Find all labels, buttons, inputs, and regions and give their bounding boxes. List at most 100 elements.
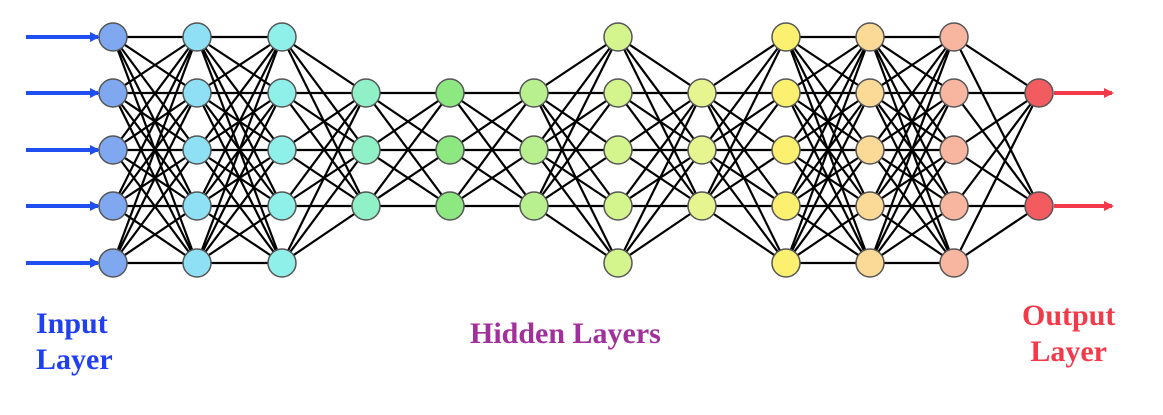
hidden-node xyxy=(351,78,381,108)
connection-edge xyxy=(701,36,787,151)
hidden-node xyxy=(771,135,801,165)
network-nodes xyxy=(98,22,1054,278)
output-node xyxy=(1024,78,1054,108)
connection-edge xyxy=(953,92,1040,207)
connection-edge xyxy=(112,149,198,264)
connection-edge xyxy=(868,36,956,264)
connection-edges xyxy=(111,35,1040,265)
connection-edge xyxy=(196,36,283,94)
input-node xyxy=(98,22,128,52)
connection-edge xyxy=(701,36,787,207)
connection-edge xyxy=(365,92,451,151)
connection-edge xyxy=(533,205,619,264)
hidden-node xyxy=(519,135,549,165)
hidden-node xyxy=(939,248,969,278)
hidden-node xyxy=(351,191,381,221)
connection-edge xyxy=(617,36,703,94)
connection-edge xyxy=(533,36,619,94)
hidden-node xyxy=(519,78,549,108)
hidden-layers-label: Hidden Layers xyxy=(470,316,661,352)
connection-edge xyxy=(281,92,367,207)
hidden-node xyxy=(687,78,717,108)
hidden-node xyxy=(182,22,212,52)
output-label-line2: Layer xyxy=(1030,335,1107,368)
connection-edge xyxy=(449,92,535,207)
connection-edge xyxy=(111,36,199,264)
hidden-node xyxy=(855,78,885,108)
io-arrows xyxy=(26,32,1114,268)
hidden-node xyxy=(603,78,633,108)
connection-edge xyxy=(953,92,1040,151)
connection-edge xyxy=(449,149,535,207)
connection-edge xyxy=(281,36,367,94)
connection-edge xyxy=(869,92,955,264)
hidden-node xyxy=(687,191,717,221)
connection-edge xyxy=(281,92,367,151)
hidden-node xyxy=(267,22,297,52)
output-label-line1: Output xyxy=(1022,299,1116,332)
connection-edge xyxy=(869,36,955,94)
connection-edge xyxy=(869,36,955,151)
connection-edge xyxy=(281,92,367,264)
hidden-node xyxy=(182,78,212,108)
hidden-node xyxy=(855,248,885,278)
connection-edge xyxy=(869,36,955,207)
hidden-node xyxy=(771,191,801,221)
connection-edge xyxy=(112,205,198,264)
hidden-node xyxy=(939,135,969,165)
connection-edge xyxy=(365,149,451,207)
hidden-node xyxy=(435,78,465,108)
hidden-label-text: Hidden Layers xyxy=(470,317,661,350)
hidden-node xyxy=(603,248,633,278)
input-node xyxy=(98,135,128,165)
connection-edge xyxy=(785,36,871,207)
connection-edge xyxy=(196,36,283,151)
hidden-node xyxy=(687,135,717,165)
hidden-node xyxy=(939,191,969,221)
connection-edge xyxy=(112,36,198,207)
connection-edge xyxy=(281,205,367,264)
hidden-node xyxy=(771,248,801,278)
connection-edge xyxy=(617,92,703,207)
connection-edge xyxy=(281,149,367,264)
hidden-node xyxy=(519,191,549,221)
hidden-node xyxy=(267,248,297,278)
connection-edge xyxy=(785,205,871,264)
connection-edge xyxy=(533,36,619,207)
hidden-node xyxy=(435,191,465,221)
input-node xyxy=(98,78,128,108)
connection-edge xyxy=(112,92,198,264)
connection-edge xyxy=(785,36,871,94)
hidden-node xyxy=(267,135,297,165)
connection-edge xyxy=(533,36,619,151)
connection-edge xyxy=(196,149,283,264)
output-layer-label: Output Layer xyxy=(1022,298,1115,370)
connection-edge xyxy=(953,92,1040,264)
connection-edge xyxy=(195,36,284,264)
connection-edge xyxy=(112,36,198,94)
connection-edge xyxy=(617,205,703,264)
hidden-node xyxy=(855,191,885,221)
hidden-node xyxy=(771,22,801,52)
hidden-node xyxy=(603,22,633,52)
connection-edge xyxy=(617,149,703,264)
connection-edge xyxy=(196,92,283,264)
connection-edge xyxy=(196,205,283,264)
connection-edge xyxy=(112,36,198,151)
hidden-node xyxy=(267,78,297,108)
connection-edge xyxy=(701,149,787,207)
hidden-node xyxy=(939,78,969,108)
input-label-line1: Input xyxy=(36,307,108,340)
output-node xyxy=(1024,191,1054,221)
connection-edge xyxy=(617,92,703,264)
hidden-node xyxy=(182,248,212,278)
hidden-node xyxy=(267,191,297,221)
connection-edge xyxy=(365,92,451,207)
input-layer-label: Input Layer xyxy=(36,306,113,378)
hidden-node xyxy=(435,135,465,165)
connection-edge xyxy=(953,36,1040,94)
connection-edge xyxy=(533,92,619,207)
connection-edge xyxy=(701,36,787,94)
connection-edge xyxy=(701,92,787,207)
